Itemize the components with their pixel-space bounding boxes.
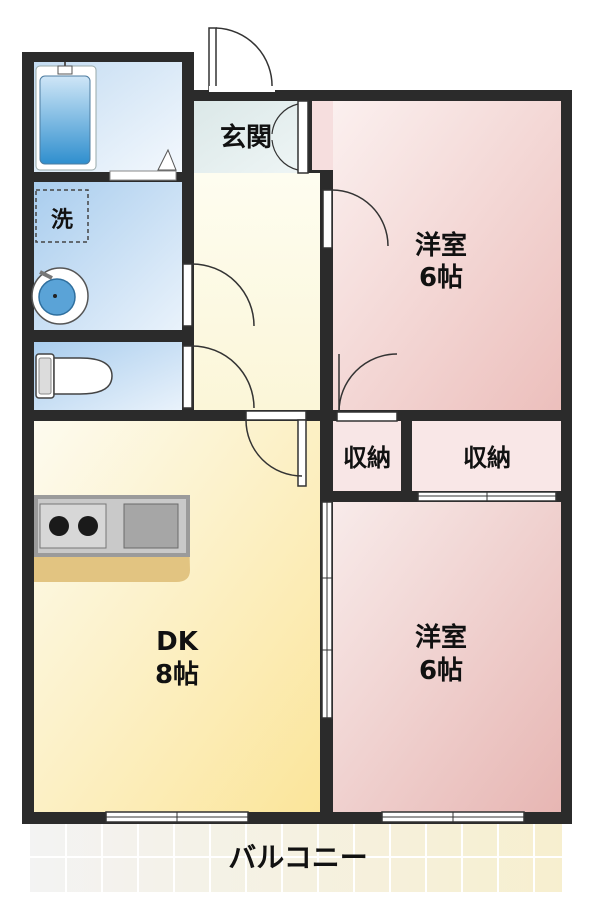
dk-window [105, 811, 249, 823]
western-room-1-door [322, 189, 389, 249]
dk-name: DK [156, 627, 199, 657]
genkan-label: 玄関 [220, 122, 272, 153]
western-room-1-size: 6帖 [419, 263, 463, 293]
closet-2-sliding-door [417, 491, 557, 502]
hallway [194, 173, 320, 410]
washing-machine-spot [35, 189, 89, 243]
stove-burner-icon [49, 516, 69, 536]
stove-burner-icon [78, 516, 98, 536]
bathtub [35, 62, 97, 171]
bath-door-icon [157, 148, 177, 171]
bath-partition [109, 170, 177, 181]
kitchen-counter [34, 495, 190, 582]
wash-label: 洗 [51, 208, 73, 233]
toilet-icon [35, 353, 113, 399]
western-room-2 [333, 502, 561, 812]
western-room-1-name: 洋室 [415, 230, 467, 261]
wash-room-door [182, 263, 255, 327]
western-room-2-size: 6帖 [419, 656, 463, 686]
closet-1-area [333, 421, 401, 491]
western-room-2-name: 洋室 [415, 622, 467, 653]
closet-2-area [412, 421, 561, 491]
dk-size: 8帖 [155, 660, 199, 690]
western-room-2-sliding-door [321, 501, 333, 719]
toilet-door [182, 345, 255, 409]
dk-room [34, 421, 320, 812]
balcony [30, 822, 562, 892]
entrance-door [208, 27, 275, 92]
western-room-1 [333, 101, 561, 410]
sink-icon [31, 267, 89, 325]
closet-2-label: 収納 [463, 444, 511, 472]
closet-1-door [336, 353, 398, 422]
western-room-2-window [381, 811, 525, 823]
closet-1-label: 収納 [343, 444, 391, 472]
balcony-label: バルコニー [228, 841, 367, 874]
genkan-inner-door [271, 100, 309, 174]
kitchen-sink-icon [123, 503, 179, 549]
dk-door [245, 410, 307, 487]
